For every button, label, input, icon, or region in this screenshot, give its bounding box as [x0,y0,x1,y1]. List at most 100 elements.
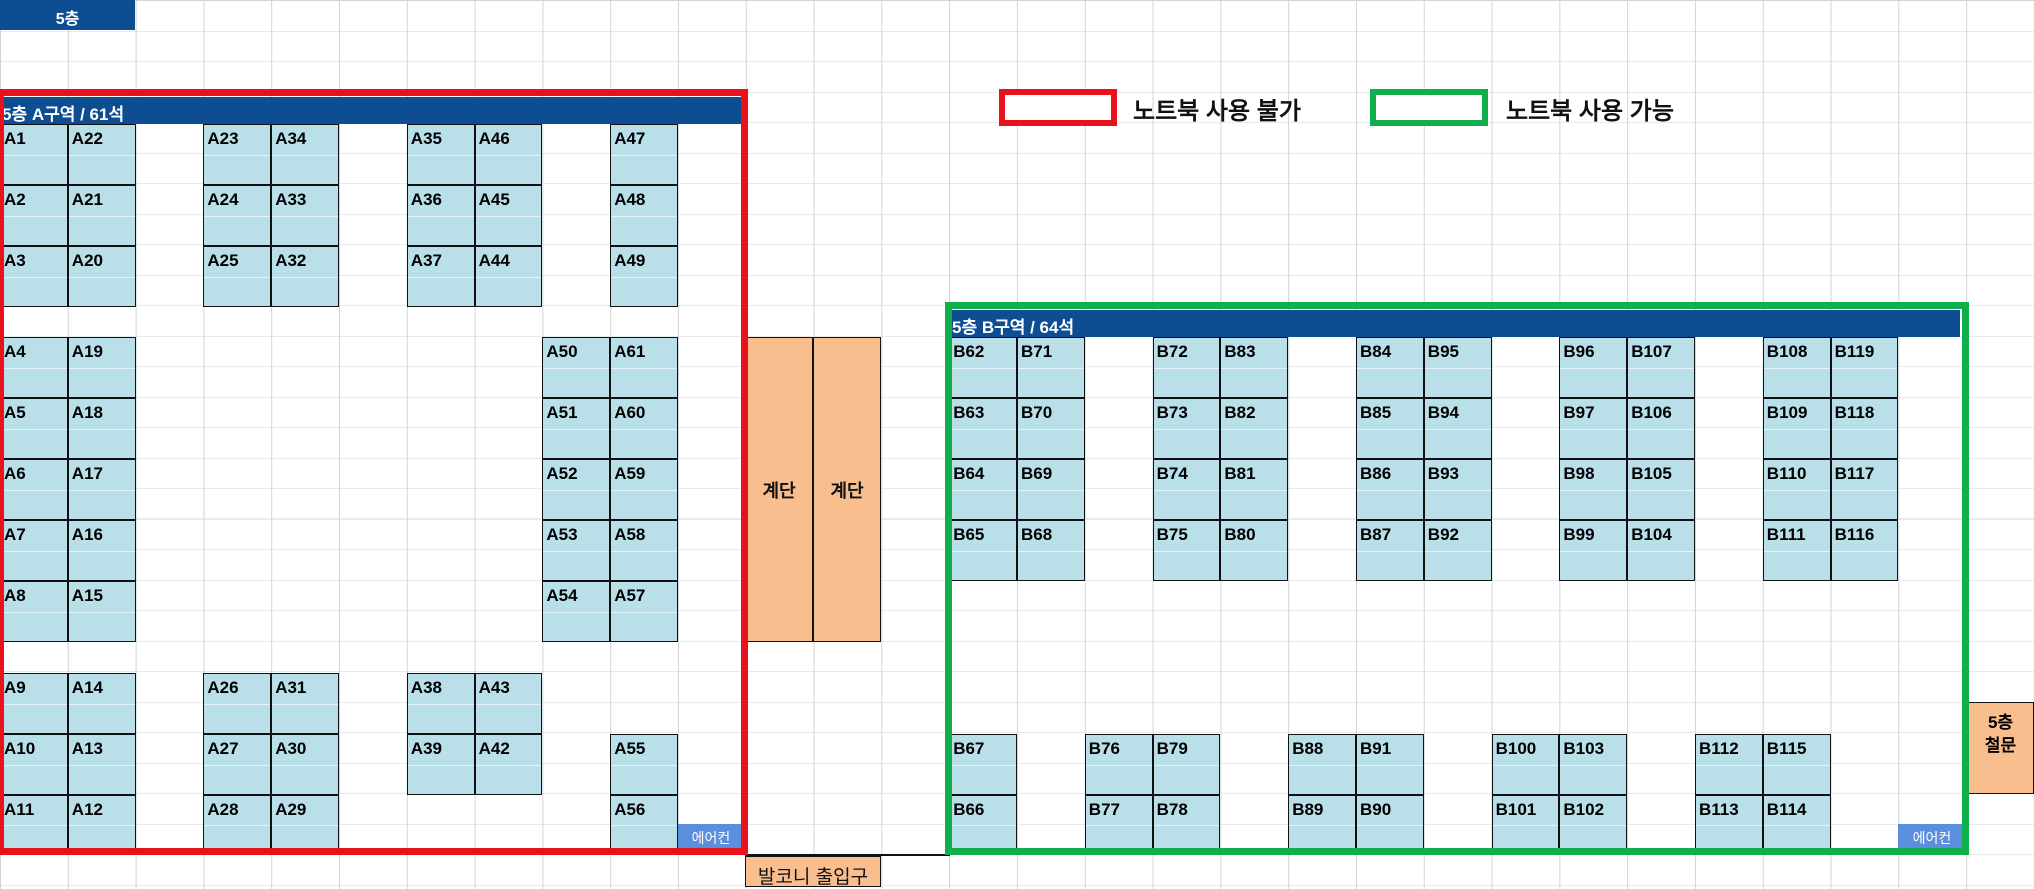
seat-b97[interactable]: B97 [1559,398,1628,459]
seat-b68[interactable]: B68 [1017,520,1085,581]
seat-a57[interactable]: A57 [610,581,678,642]
seat-b78[interactable]: B78 [1152,795,1221,854]
seat-b106[interactable]: B106 [1627,398,1695,459]
seat-a10[interactable]: A10 [0,734,68,795]
seat-b101[interactable]: B101 [1491,795,1560,854]
seat-b112[interactable]: B112 [1695,734,1763,795]
seat-a5[interactable]: A5 [0,398,68,459]
seat-b75[interactable]: B75 [1152,520,1221,581]
seat-a28[interactable]: A28 [203,795,272,854]
seat-b83[interactable]: B83 [1220,337,1289,398]
seat-a49[interactable]: A49 [610,246,678,307]
seat-b102[interactable]: B102 [1559,795,1628,854]
seat-a17[interactable]: A17 [67,459,136,520]
seat-a47[interactable]: A47 [610,124,678,185]
seat-a60[interactable]: A60 [610,398,678,459]
seat-a50[interactable]: A50 [542,337,611,398]
seat-a21[interactable]: A21 [67,185,136,246]
seat-a51[interactable]: A51 [542,398,611,459]
seat-b76[interactable]: B76 [1084,734,1153,795]
seat-b115[interactable]: B115 [1762,734,1831,795]
seat-a39[interactable]: A39 [406,734,475,795]
seat-b104[interactable]: B104 [1627,520,1695,581]
seat-a12[interactable]: A12 [67,795,136,854]
seat-a1[interactable]: A1 [0,124,68,185]
seat-a30[interactable]: A30 [271,734,339,795]
seat-b63[interactable]: B63 [949,398,1017,459]
seat-b90[interactable]: B90 [1356,795,1424,854]
seat-a36[interactable]: A36 [406,185,475,246]
seat-a52[interactable]: A52 [542,459,611,520]
seat-a35[interactable]: A35 [406,124,475,185]
seat-a45[interactable]: A45 [474,185,543,246]
seat-a14[interactable]: A14 [67,673,136,734]
seat-a37[interactable]: A37 [406,246,475,307]
seat-b96[interactable]: B96 [1559,337,1628,398]
seat-b113[interactable]: B113 [1695,795,1763,854]
seat-a19[interactable]: A19 [67,337,136,398]
seat-a3[interactable]: A3 [0,246,68,307]
seat-b119[interactable]: B119 [1830,337,1899,398]
seat-b65[interactable]: B65 [949,520,1017,581]
seat-a18[interactable]: A18 [67,398,136,459]
seat-a31[interactable]: A31 [271,673,339,734]
seat-b92[interactable]: B92 [1423,520,1492,581]
seat-b70[interactable]: B70 [1017,398,1085,459]
seat-a56[interactable]: A56 [610,795,678,854]
seat-a42[interactable]: A42 [474,734,543,795]
seat-b74[interactable]: B74 [1152,459,1221,520]
seat-a26[interactable]: A26 [203,673,272,734]
seat-b84[interactable]: B84 [1356,337,1424,398]
seat-a43[interactable]: A43 [474,673,543,734]
seat-b86[interactable]: B86 [1356,459,1424,520]
seat-a27[interactable]: A27 [203,734,272,795]
seat-a53[interactable]: A53 [542,520,611,581]
seat-b72[interactable]: B72 [1152,337,1221,398]
seat-b105[interactable]: B105 [1627,459,1695,520]
seat-a2[interactable]: A2 [0,185,68,246]
seat-a25[interactable]: A25 [203,246,272,307]
seat-b93[interactable]: B93 [1423,459,1492,520]
seat-b114[interactable]: B114 [1762,795,1831,854]
seat-b81[interactable]: B81 [1220,459,1289,520]
seat-a6[interactable]: A6 [0,459,68,520]
seat-b85[interactable]: B85 [1356,398,1424,459]
seat-a16[interactable]: A16 [67,520,136,581]
seat-b111[interactable]: B111 [1762,520,1831,581]
seat-a23[interactable]: A23 [203,124,272,185]
seat-b87[interactable]: B87 [1356,520,1424,581]
seat-a22[interactable]: A22 [67,124,136,185]
seat-b98[interactable]: B98 [1559,459,1628,520]
seat-a44[interactable]: A44 [474,246,543,307]
seat-a13[interactable]: A13 [67,734,136,795]
seat-a15[interactable]: A15 [67,581,136,642]
seat-b67[interactable]: B67 [949,734,1017,795]
seat-a59[interactable]: A59 [610,459,678,520]
seat-a54[interactable]: A54 [542,581,611,642]
seat-a33[interactable]: A33 [271,185,339,246]
seat-b116[interactable]: B116 [1830,520,1899,581]
seat-b109[interactable]: B109 [1762,398,1831,459]
seat-b108[interactable]: B108 [1762,337,1831,398]
seat-b73[interactable]: B73 [1152,398,1221,459]
seat-a20[interactable]: A20 [67,246,136,307]
seat-b107[interactable]: B107 [1627,337,1695,398]
seat-b110[interactable]: B110 [1762,459,1831,520]
seat-a32[interactable]: A32 [271,246,339,307]
seat-b99[interactable]: B99 [1559,520,1628,581]
seat-a24[interactable]: A24 [203,185,272,246]
seat-b79[interactable]: B79 [1152,734,1221,795]
seat-a38[interactable]: A38 [406,673,475,734]
seat-b64[interactable]: B64 [949,459,1017,520]
seat-b82[interactable]: B82 [1220,398,1289,459]
seat-a48[interactable]: A48 [610,185,678,246]
seat-b80[interactable]: B80 [1220,520,1289,581]
seat-b91[interactable]: B91 [1356,734,1424,795]
seat-b62[interactable]: B62 [949,337,1017,398]
seat-a9[interactable]: A9 [0,673,68,734]
seat-b95[interactable]: B95 [1423,337,1492,398]
seat-b103[interactable]: B103 [1559,734,1628,795]
seat-a4[interactable]: A4 [0,337,68,398]
seat-b100[interactable]: B100 [1491,734,1560,795]
seat-a55[interactable]: A55 [610,734,678,795]
